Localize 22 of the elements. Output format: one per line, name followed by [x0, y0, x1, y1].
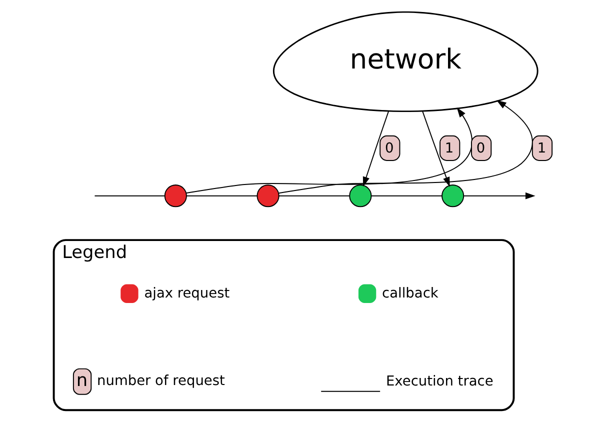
arrow: [186, 107, 472, 194]
node-circle: [256, 184, 279, 208]
connector: [278, 195, 350, 196]
legend-label: number of request: [96, 373, 224, 390]
node-circle: [441, 184, 464, 208]
edge-label: 0: [384, 140, 394, 156]
arrow: [362, 110, 389, 187]
connector: [94, 195, 165, 196]
legend-label: Execution trace: [385, 374, 493, 390]
arrow: [422, 110, 450, 187]
legend-label: ajax request: [144, 285, 230, 302]
edge-label: 1: [536, 140, 546, 156]
legend-label: callback: [382, 285, 438, 302]
node-circle: [348, 184, 372, 208]
arrow: [462, 192, 535, 200]
connector: [186, 195, 258, 196]
node-circle: [164, 184, 186, 208]
edge-label: 0: [476, 140, 485, 156]
edge-label: 1: [444, 140, 454, 156]
connector: [370, 195, 442, 196]
arrow: [278, 100, 532, 194]
label: n: [76, 370, 88, 391]
